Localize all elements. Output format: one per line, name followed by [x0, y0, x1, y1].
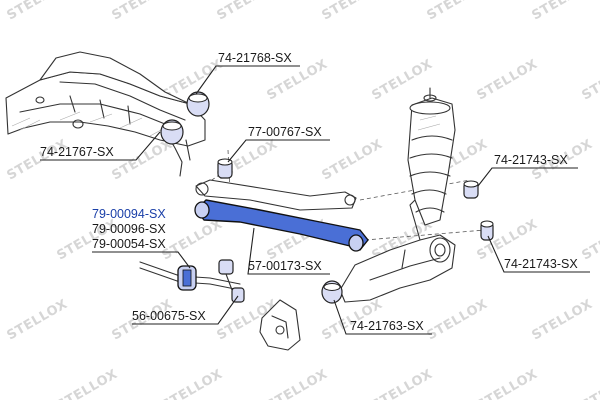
lower-control-arm-57-00173[interactable]	[194, 199, 369, 252]
label-74-21767[interactable]: 74-21767-SX	[40, 145, 114, 159]
label-74-21768[interactable]: 74-21768-SX	[218, 51, 292, 65]
watermark-text: STELLOX	[580, 57, 600, 104]
watermark-text: STELLOX	[320, 137, 386, 184]
label-56-00675[interactable]: 56-00675-SX	[132, 309, 206, 323]
bushing-74-21743-lower[interactable]	[480, 220, 494, 241]
watermark-text: STELLOX	[370, 367, 436, 400]
watermark-text: STELLOX	[425, 0, 491, 23]
watermark-text: STELLOX	[425, 297, 491, 344]
upper-control-arm	[195, 179, 357, 211]
bushing-74-21743-upper[interactable]	[463, 180, 479, 199]
watermark-text: STELLOX	[320, 0, 386, 23]
subframe	[5, 51, 206, 177]
stabilizer-link-56-00675[interactable]	[218, 259, 245, 303]
knuckle-assembly	[339, 194, 456, 303]
watermark-text: STELLOX	[160, 217, 226, 264]
watermark-text: STELLOX	[370, 57, 436, 104]
watermark-text: STELLOX	[265, 367, 331, 400]
watermark-text: STELLOX	[110, 0, 176, 23]
watermark-text: STELLOX	[475, 57, 541, 104]
bushing-74-21767[interactable]	[160, 119, 184, 145]
watermark-text: STELLOX	[475, 367, 541, 400]
watermark-text: STELLOX	[580, 367, 600, 400]
watermark-text: STELLOX	[530, 0, 596, 23]
stabilizer-bushing-79-00094[interactable]	[177, 265, 197, 291]
watermark-text: STELLOX	[580, 217, 600, 264]
label-79-00094[interactable]: 79-00094-SX	[92, 207, 166, 221]
label-77-00767[interactable]: 77-00767-SX	[248, 125, 322, 139]
strut-assembly	[407, 87, 456, 226]
watermark-text: STELLOX	[5, 297, 71, 344]
label-79-00096[interactable]: 79-00096-SX	[92, 222, 166, 236]
leader-lines	[40, 65, 590, 335]
watermark-text: STELLOX	[160, 367, 226, 400]
part-labels: 74-21768-SX 74-21767-SX 77-00767-SX 74-2…	[40, 51, 578, 333]
label-57-00173[interactable]: 57-00173-SX	[248, 259, 322, 273]
label-74-21763[interactable]: 74-21763-SX	[350, 319, 424, 333]
mount-bracket	[259, 299, 301, 351]
label-74-21743-upper[interactable]: 74-21743-SX	[494, 153, 568, 167]
watermark-text: STELLOX	[215, 0, 281, 23]
watermark-text: STELLOX	[530, 297, 596, 344]
label-74-21743-lower[interactable]: 74-21743-SX	[504, 257, 578, 271]
watermark-text: STELLOX	[5, 0, 71, 23]
watermark-text: STELLOX	[55, 367, 121, 400]
bushing-74-21768[interactable]	[186, 91, 210, 117]
bushing-77-00767[interactable]	[217, 158, 233, 179]
bushing-74-21763[interactable]	[321, 280, 343, 304]
label-79-00054[interactable]: 79-00054-SX	[92, 237, 166, 251]
